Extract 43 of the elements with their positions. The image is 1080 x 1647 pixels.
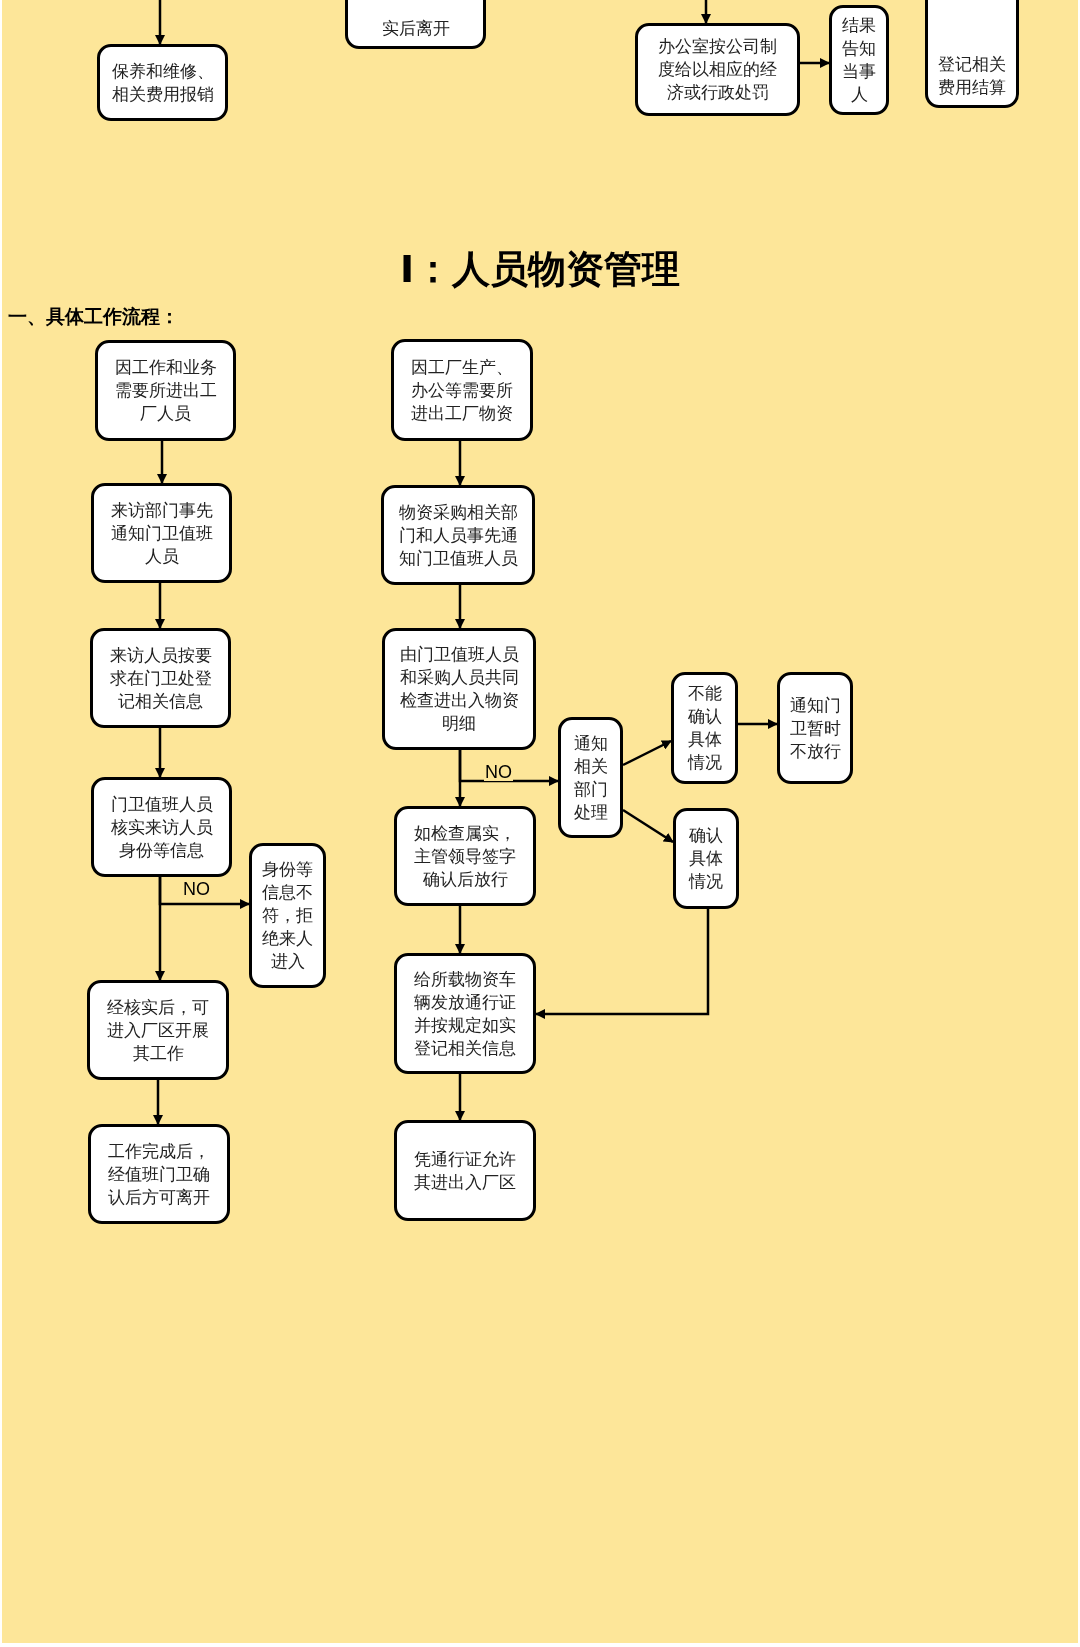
- arrow: [155, 728, 165, 778]
- edge-label: NO: [182, 880, 211, 898]
- arrow: [155, 583, 165, 629]
- process-box: 门卫值班人员核实来访人员身份等信息: [91, 777, 232, 877]
- process-box: 实后离开: [345, 0, 486, 49]
- arrow: [455, 906, 465, 954]
- process-box: 如检查属实，主管领导签字确认后放行: [394, 806, 536, 906]
- process-box: 来访部门事先通知门卫值班人员: [91, 483, 232, 583]
- arrow: [158, 877, 250, 909]
- edge-label: NO: [484, 763, 513, 781]
- process-box: 确认具体情况: [673, 808, 739, 909]
- arrow: [738, 719, 778, 729]
- process-box: 因工作和业务需要所进出工厂人员: [95, 340, 236, 441]
- process-box: 来访人员按要求在门卫处登记相关信息: [90, 628, 231, 728]
- title: Ⅰ：人员物资管理: [399, 247, 681, 291]
- arrow: [155, 0, 165, 45]
- process-box: 经核实后，可进入厂区开展其工作: [87, 980, 229, 1080]
- section-heading: 一、具体工作流程：: [8, 304, 179, 328]
- process-box: 登记相关费用结算: [925, 0, 1019, 108]
- process-box: 保养和维修、相关费用报销: [97, 44, 228, 121]
- arrow: [622, 808, 674, 844]
- process-box: 通知门卫暂时不放行: [777, 672, 853, 784]
- process-box: 办公室按公司制度给以相应的经济或行政处罚: [635, 23, 800, 116]
- process-box: 因工厂生产、办公等需要所进出工厂物资: [391, 339, 533, 441]
- arrow: [455, 441, 465, 486]
- process-box: 给所载物资车辆发放通行证并按规定如实登记相关信息: [394, 953, 536, 1074]
- arrow: [800, 58, 830, 68]
- process-box: 不能确认具体情况: [671, 672, 738, 784]
- arrow: [701, 0, 711, 24]
- arrow: [458, 750, 559, 786]
- process-box: 身份等信息不符，拒绝来人进入: [249, 843, 326, 988]
- process-box: 物资采购相关部门和人员事先通知门卫值班人员: [381, 485, 535, 585]
- arrow: [153, 1080, 163, 1125]
- arrow: [455, 585, 465, 629]
- arrow: [535, 909, 710, 1019]
- process-box: 由门卫值班人员和采购人员共同检查进出入物资明细: [382, 628, 536, 750]
- arrow: [622, 739, 672, 767]
- arrow: [157, 441, 167, 484]
- arrow: [455, 1074, 465, 1121]
- process-box: 结果告知当事人: [829, 5, 889, 115]
- process-box: 工作完成后，经值班门卫确认后方可离开: [88, 1124, 230, 1224]
- process-box: 凭通行证允许其进出入厂区: [394, 1120, 536, 1221]
- process-box: 通知相关部门处理: [558, 717, 623, 838]
